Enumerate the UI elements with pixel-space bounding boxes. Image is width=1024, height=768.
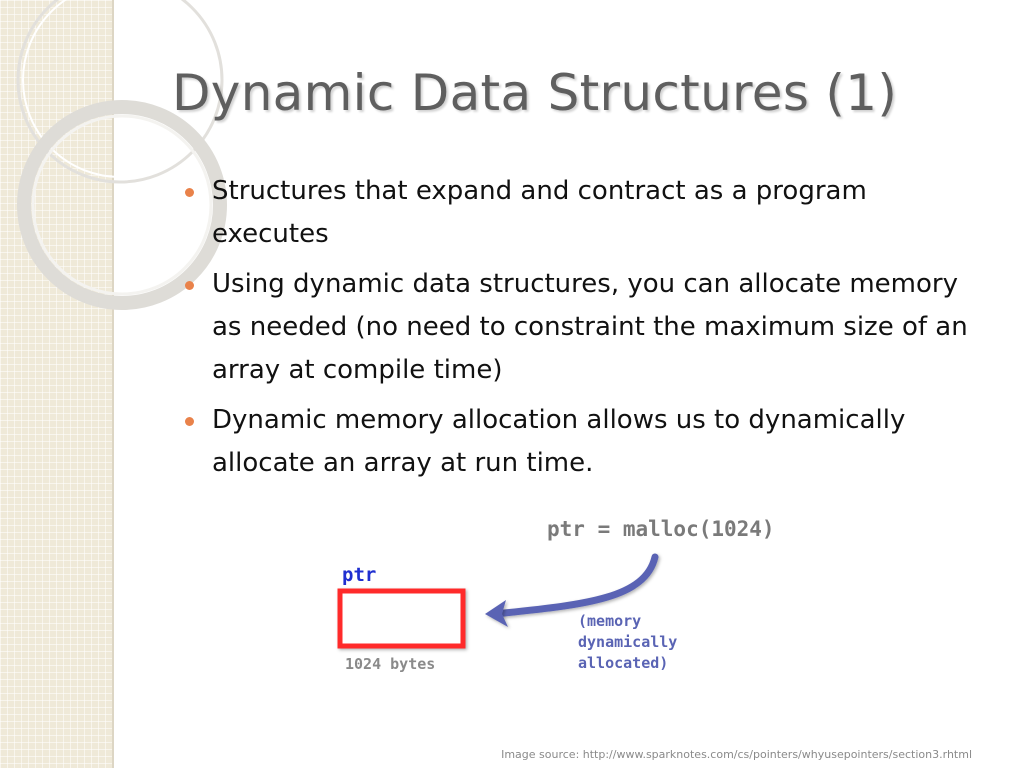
bullet-icon bbox=[185, 417, 194, 426]
bullet-icon bbox=[185, 188, 194, 197]
bullet-text: Using dynamic data structures, you can a… bbox=[212, 269, 968, 385]
bullet-icon bbox=[185, 281, 194, 290]
bullet-item: Dynamic memory allocation allows us to d… bbox=[185, 399, 985, 485]
decorative-circles bbox=[16, 0, 227, 310]
memory-block bbox=[337, 588, 466, 649]
bullet-list: Structures that expand and contract as a… bbox=[185, 170, 985, 492]
allocation-arrow bbox=[491, 553, 659, 618]
image-source-footnote: Image source: http://www.sparknotes.com/… bbox=[501, 748, 972, 761]
pointer-label: ptr bbox=[342, 564, 376, 586]
malloc-code-label: ptr = malloc(1024) bbox=[547, 517, 775, 541]
slide-title: Dynamic Data Structures (1) bbox=[172, 64, 898, 122]
block-size-caption: 1024 bytes bbox=[345, 655, 435, 673]
arrow-head-icon bbox=[485, 600, 508, 627]
bullet-text: Dynamic memory allocation allows us to d… bbox=[212, 405, 906, 478]
bullet-item: Using dynamic data structures, you can a… bbox=[185, 263, 985, 392]
annotation-line: (memory bbox=[578, 612, 641, 630]
bullet-item: Structures that expand and contract as a… bbox=[185, 170, 985, 256]
annotation-line: dynamically bbox=[578, 633, 677, 651]
annotation-line: allocated) bbox=[578, 654, 668, 672]
bullet-text: Structures that expand and contract as a… bbox=[212, 176, 867, 249]
strip-divider bbox=[112, 0, 114, 768]
malloc-diagram: ptr = malloc(1024) ptr 1024 bytes (memor… bbox=[337, 517, 775, 673]
